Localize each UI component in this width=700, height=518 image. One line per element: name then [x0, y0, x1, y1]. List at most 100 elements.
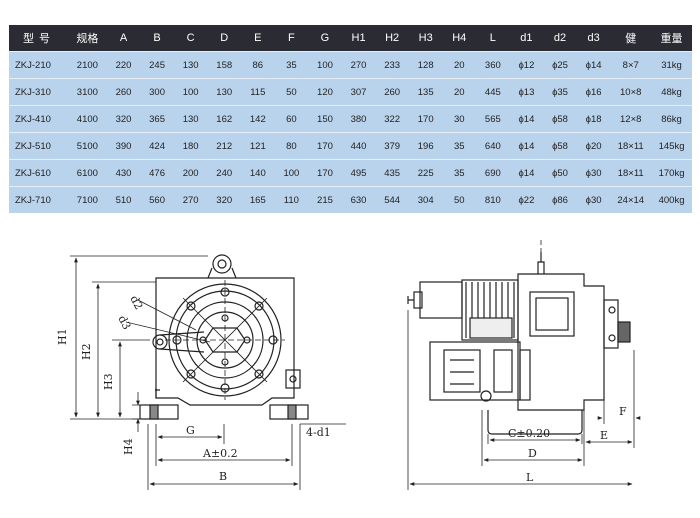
table-cell: 18×11: [610, 159, 652, 187]
table-cell: 270: [341, 51, 376, 79]
table-cell: ϕ14: [509, 159, 544, 187]
table-cell: 142: [241, 105, 275, 133]
technical-drawings: H1 H2 H3 H4 G A±0.2 B 4-d1 d2 d3: [56, 240, 641, 490]
table-cell: 270: [173, 186, 208, 213]
column-header: D: [207, 25, 242, 52]
table-cell: 180: [173, 132, 208, 160]
label-h1: H1: [56, 328, 69, 345]
label-e: E: [600, 429, 608, 442]
label-h4: H4: [122, 438, 135, 455]
model-cell: ZKJ-610: [9, 159, 69, 187]
side-view-labels: C±0.20 D E F L: [508, 405, 627, 484]
table-cell: 30: [442, 105, 477, 133]
side-view-dimensions: [407, 240, 641, 490]
table-cell: 225: [408, 159, 443, 187]
table-cell: 8×7: [610, 51, 652, 79]
table-cell: 304: [408, 186, 443, 213]
label-h2: H2: [80, 343, 93, 360]
table-cell: 565: [476, 105, 510, 133]
table-cell: 220: [106, 51, 141, 79]
model-cell: ZKJ-210: [9, 51, 69, 79]
table-cell: 690: [476, 159, 510, 187]
column-header: H2: [375, 25, 409, 52]
table-cell: ϕ30: [576, 186, 611, 213]
table-cell: 360: [476, 51, 510, 79]
table-cell: 130: [207, 78, 242, 106]
table-cell: ϕ30: [576, 159, 611, 187]
table-cell: 50: [274, 78, 309, 106]
front-view-dimensions: [70, 255, 346, 490]
column-header: F: [274, 25, 309, 52]
table-cell: 10×8: [610, 78, 652, 106]
table-cell: 430: [106, 159, 141, 187]
table-cell: ϕ50: [543, 159, 577, 187]
column-header: H1: [341, 25, 376, 52]
table-cell: 150: [308, 105, 342, 133]
table-cell: 424: [140, 132, 174, 160]
column-header: 型 号: [9, 25, 69, 52]
column-header: d1: [509, 25, 544, 52]
table-cell: 240: [207, 159, 242, 187]
table-cell: 35: [274, 51, 309, 79]
model-cell: ZKJ-510: [9, 132, 69, 160]
table-cell: 379: [375, 132, 409, 160]
table-cell: ϕ14: [509, 132, 544, 160]
table-cell: 380: [341, 105, 376, 133]
label-f: F: [619, 405, 627, 418]
table-cell: ϕ58: [543, 132, 577, 160]
column-header: G: [308, 25, 342, 52]
label-d: D: [528, 447, 537, 460]
column-header: E: [241, 25, 275, 52]
table-cell: 322: [375, 105, 409, 133]
table-cell: 400kg: [651, 186, 692, 213]
column-header: d3: [576, 25, 611, 52]
table-cell: 120: [308, 78, 342, 106]
table-cell: 100: [173, 78, 208, 106]
table-cell: 307: [341, 78, 376, 106]
table-cell: 6100: [68, 159, 107, 187]
table-cell: 100: [274, 159, 309, 187]
table-cell: ϕ13: [509, 78, 544, 106]
column-header: B: [140, 25, 174, 52]
table-cell: ϕ14: [576, 51, 611, 79]
label-d2: d2: [127, 293, 145, 312]
table-cell: 35: [442, 132, 477, 160]
table-cell: 3100: [68, 78, 107, 106]
table-cell: 20: [442, 78, 477, 106]
table-cell: 20: [442, 51, 477, 79]
table-cell: 640: [476, 132, 510, 160]
table-cell: 170: [308, 132, 342, 160]
table-cell: 435: [375, 159, 409, 187]
table-cell: 86: [241, 51, 275, 79]
table-cell: 212: [207, 132, 242, 160]
table-cell: 260: [375, 78, 409, 106]
label-l: L: [526, 471, 534, 484]
table-cell: 170kg: [651, 159, 692, 187]
table-cell: ϕ20: [576, 132, 611, 160]
column-header: L: [476, 25, 510, 52]
model-cell: ZKJ-710: [9, 186, 69, 213]
table-cell: ϕ86: [543, 186, 577, 213]
table-cell: 365: [140, 105, 174, 133]
table-cell: 544: [375, 186, 409, 213]
table-cell: 18×11: [610, 132, 652, 160]
table-cell: 48kg: [651, 78, 692, 106]
table-cell: ϕ25: [543, 51, 577, 79]
model-cell: ZKJ-310: [9, 78, 69, 106]
label-h3: H3: [102, 373, 115, 390]
column-header: A: [106, 25, 141, 52]
table-cell: 86kg: [651, 105, 692, 133]
table-cell: 130: [173, 51, 208, 79]
table-cell: 60: [274, 105, 309, 133]
table-cell: 260: [106, 78, 141, 106]
table-cell: 158: [207, 51, 242, 79]
table-cell: ϕ22: [509, 186, 544, 213]
front-view-drawing: [139, 254, 309, 420]
table-cell: 7100: [68, 186, 107, 213]
table-cell: 476: [140, 159, 174, 187]
